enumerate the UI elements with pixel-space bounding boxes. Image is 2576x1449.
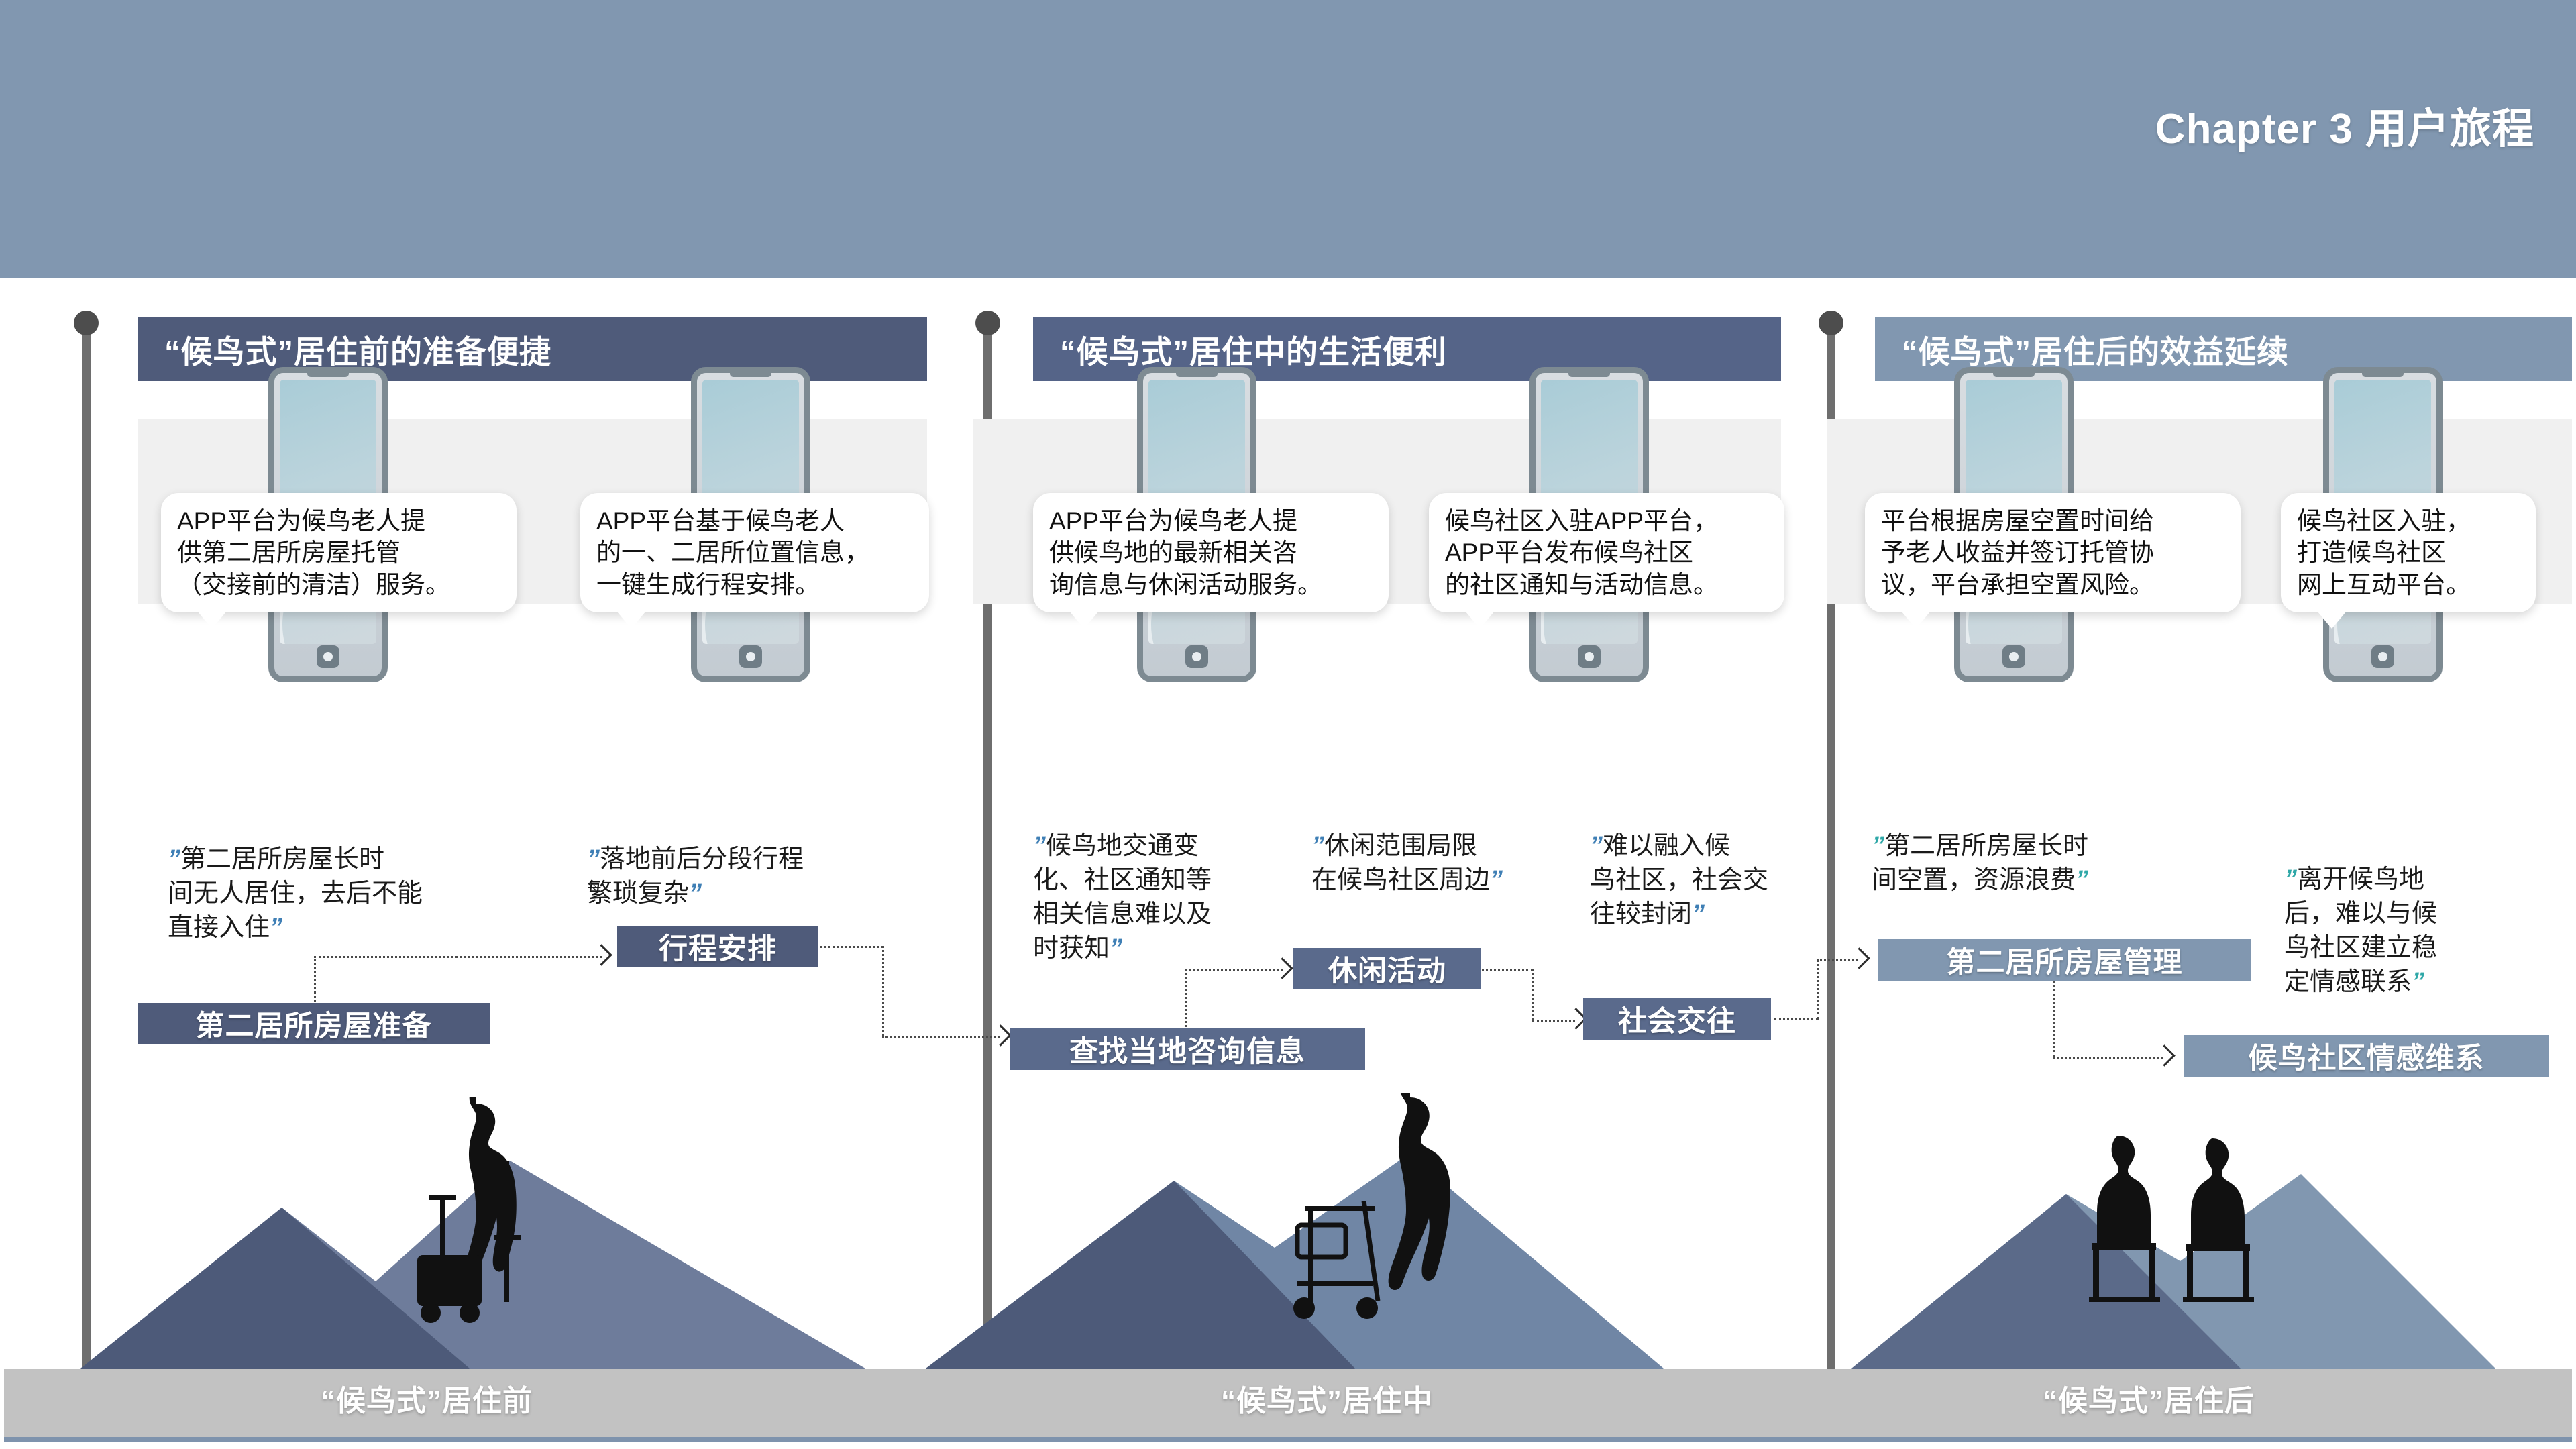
figure-seated-elderly-pair	[2089, 1136, 2254, 1302]
page-title: Chapter 3 用户旅程	[2155, 106, 2534, 152]
quote-mark-icon: ”	[1590, 831, 1603, 860]
quote-text: 难以融入候 鸟社区，社会交 往较封闭	[1590, 831, 1769, 928]
quote-block-7: ”离开候鸟地 后，难以与候 鸟社区建立稳 定情感联系”	[2284, 828, 2506, 1000]
flow-box-label: 行程安排	[659, 933, 777, 965]
stage-header-after-label: “候鸟式”居住后的效益延续	[1902, 334, 2289, 370]
ground-label-during: “候鸟式”居住中	[1221, 1385, 1433, 1417]
quote-block-3: ”候鸟地交通变 化、社区通知等 相关信息难以及 时获知”	[1033, 795, 1322, 966]
quote-mark-icon: ”	[1033, 831, 1046, 860]
quote-mark-icon: ”	[2412, 967, 2425, 996]
flow-box-trip-arrangement[interactable]: 行程安排	[617, 926, 818, 967]
quote-text: 候鸟地交通变 化、社区通知等 相关信息难以及 时获知	[1033, 831, 1212, 963]
flow-box-find-local-info[interactable]: 查找当地咨询信息	[1010, 1028, 1365, 1070]
speech-bubble-6: 候鸟社区入驻， 打造候鸟社区 网上互动平台。	[2281, 493, 2536, 629]
stage-header-before-label: “候鸟式”居住前的准备便捷	[164, 334, 551, 370]
speech-bubble-4: 候鸟社区入驻APP平台， APP平台发布候鸟社区 的社区通知与活动信息。	[1429, 493, 1784, 629]
quote-mark-icon: ”	[1311, 831, 1324, 860]
ground-label-after: “候鸟式”居住后	[2043, 1385, 2255, 1417]
figure-elderly-with-luggage	[417, 1097, 521, 1323]
stage-header-during: “候鸟式”居住中的生活便利	[1033, 317, 1781, 381]
quote-mark-icon: ”	[1692, 900, 1705, 928]
quote-text: 休闲范围局限 在候鸟社区周边	[1311, 831, 1491, 894]
quote-text: 第二居所房屋长时 间无人居住，去后不能 直接入住	[168, 845, 423, 942]
flow-box-community-emotional-bond[interactable]: 候鸟社区情感维系	[2184, 1035, 2549, 1077]
speech-bubble-1: APP平台为候鸟老人提 供第二居所房屋托管 （交接前的清洁）服务。	[161, 493, 517, 629]
quote-mark-icon: ”	[587, 845, 600, 873]
quote-mark-icon: ”	[2284, 865, 2297, 894]
quote-block-5: ”难以融入候 鸟社区，社会交 往较封闭”	[1590, 795, 1811, 932]
flow-box-label: 社会交往	[1618, 1006, 1736, 1038]
speech-bubble-3: APP平台为候鸟老人提 供候鸟地的最新相关咨 询信息与休闲活动服务。	[1033, 493, 1389, 629]
flow-box-label: 查找当地咨询信息	[1069, 1036, 1305, 1068]
flow-box-leisure-activity[interactable]: 休闲活动	[1293, 948, 1481, 989]
flow-box-second-home-management[interactable]: 第二居所房屋管理	[1878, 939, 2251, 981]
quote-mark-icon: ”	[270, 913, 283, 942]
flow-box-social-interaction[interactable]: 社会交往	[1583, 998, 1771, 1040]
quote-block-2: ”落地前后分段行程 繁琐复杂”	[587, 808, 909, 911]
quote-mark-icon: ”	[1872, 831, 1884, 860]
speech-bubble-5: 平台根据房屋空置时间给 予老人收益并签订托管协 议，平台承担空置风险。	[1865, 493, 2241, 629]
speech-bubble-2: APP平台基于候鸟老人 的一、二居所位置信息， 一键生成行程安排。	[580, 493, 929, 629]
quote-block-4: ”休闲范围局限 在候鸟社区周边”	[1311, 795, 1580, 898]
quote-block-1: ”第二居所房屋长时 间无人居住，去后不能 直接入住”	[168, 808, 517, 945]
stage-header-during-label: “候鸟式”居住中的生活便利	[1060, 334, 1447, 370]
quote-text: 第二居所房屋长时 间空置，资源浪费	[1872, 831, 2089, 894]
quote-mark-icon: ”	[2076, 865, 2089, 894]
quote-text: 落地前后分段行程 繁琐复杂	[587, 845, 804, 908]
quote-text: 离开候鸟地 后，难以与候 鸟社区建立稳 定情感联系	[2284, 865, 2438, 996]
quote-mark-icon: ”	[1110, 934, 1123, 963]
quote-mark-icon: ”	[689, 879, 702, 908]
quote-block-6: ”第二居所房屋长时 间空置，资源浪费”	[1872, 795, 2220, 898]
journey-canvas: “候鸟式”居住前的准备便捷 “候鸟式”居住中的生活便利 “候鸟式”居住后的效益延…	[0, 278, 2576, 1449]
flow-box-house-preparation[interactable]: 第二居所房屋准备	[138, 1003, 490, 1044]
ground-label-before: “候鸟式”居住前	[321, 1385, 533, 1417]
flow-box-label: 第二居所房屋准备	[195, 1010, 432, 1042]
quote-mark-icon: ”	[1490, 865, 1503, 894]
flow-box-label: 候鸟社区情感维系	[2248, 1042, 2485, 1075]
ground-strip	[0, 1368, 2576, 1437]
flow-box-label: 休闲活动	[1328, 955, 1446, 987]
flow-box-label: 第二居所房屋管理	[1946, 947, 2183, 979]
timeline-pole-stage-1	[74, 311, 99, 1395]
ground-bottom-rule	[0, 1437, 2576, 1442]
figure-elderly-with-walker	[1293, 1093, 1450, 1319]
header-band: Chapter 3 用户旅程	[0, 0, 2576, 278]
quote-mark-icon: ”	[168, 845, 180, 873]
